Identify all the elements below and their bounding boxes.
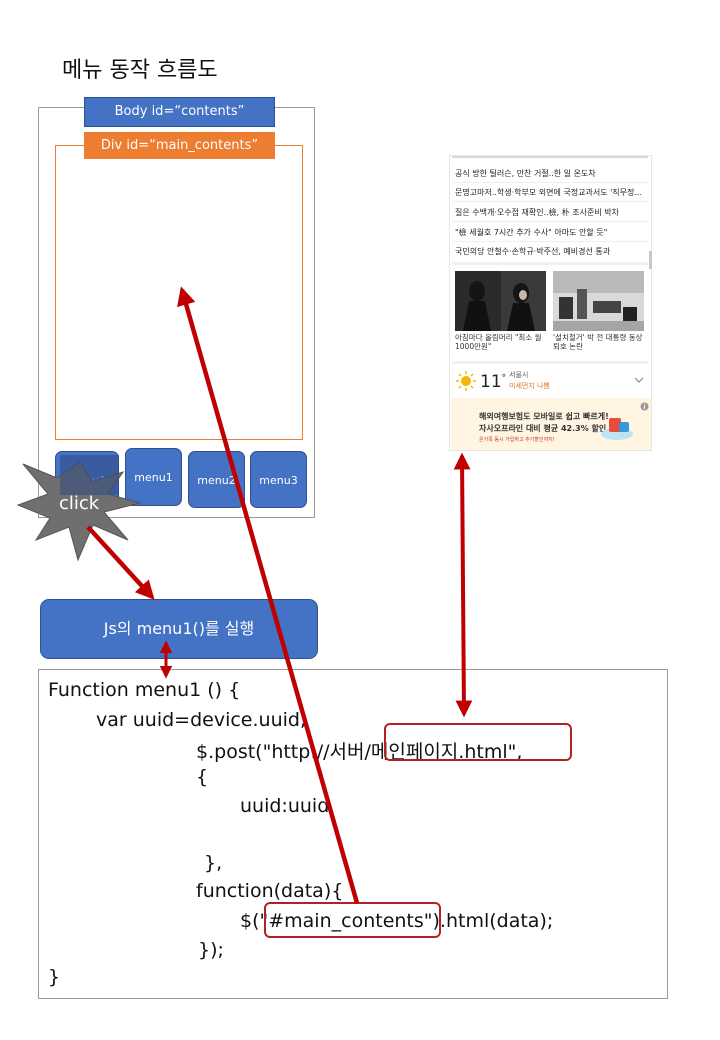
menu1-button[interactable]: menu1 bbox=[125, 448, 182, 506]
travel-illustration bbox=[601, 418, 633, 440]
weather-city: 서울시 bbox=[509, 371, 529, 379]
selector-highlight-box bbox=[264, 902, 441, 938]
code-line-end-function: } bbox=[48, 966, 61, 988]
code-line-function: Function menu1 () { bbox=[48, 679, 241, 701]
click-label: click bbox=[59, 493, 100, 514]
ad-subline: 자사오프라인 대비 평균 42.3% 할인 bbox=[479, 424, 607, 433]
code-line-end-post: }); bbox=[198, 939, 224, 961]
arrow-click-to-js bbox=[86, 525, 155, 600]
code-line-brace-close: }, bbox=[198, 852, 223, 874]
code-line-post: $.post("http://서버/메인페이지.html", bbox=[196, 741, 523, 763]
arrow-server-to-screenshot bbox=[453, 452, 473, 718]
news-photo-statue[interactable] bbox=[553, 271, 644, 331]
section-divider bbox=[452, 361, 648, 364]
sun-icon bbox=[456, 371, 476, 391]
divider bbox=[452, 241, 648, 242]
news-item[interactable]: 질은 수백개·오수접 재확인..檢, 朴 조사준비 박차 bbox=[455, 208, 620, 217]
ad-headline: 해외여행보험도 모바일로 쉽고 빠르게! bbox=[479, 412, 609, 421]
ad-footnote: 온가족 동시 가입하고 추가할인까지! bbox=[479, 437, 555, 443]
divider bbox=[452, 201, 648, 202]
code-line-callback: function(data){ bbox=[196, 880, 344, 902]
code-line-html: $("#main_contents").html(data); bbox=[240, 910, 554, 932]
main-contents-label: Div id=“main_contents” bbox=[84, 132, 275, 159]
code-line-brace-open: { bbox=[196, 766, 209, 788]
divider bbox=[452, 221, 648, 222]
code-panel bbox=[38, 669, 668, 999]
chevron-down-icon[interactable] bbox=[634, 376, 644, 384]
news-caption[interactable]: '설치철거' 박 전 대통령 동상 퇴호 논란 bbox=[553, 333, 643, 351]
code-line-uuid: var uuid=device.uuid; bbox=[96, 709, 307, 731]
divider bbox=[452, 182, 648, 183]
news-item[interactable]: 국민의당 안철수·손학규·박주선, 예비경선 통과 bbox=[455, 247, 611, 256]
arrow-selector-to-main-contents bbox=[177, 286, 360, 904]
code-line-uuid-param: uuid:uuid bbox=[240, 795, 330, 817]
news-caption[interactable]: 아침마다 올림머리 "최소 월 1000만원" bbox=[455, 333, 542, 351]
news-item[interactable]: 문명고마저..학생·학부모 외면에 국정교과서도 '직무정... bbox=[455, 188, 643, 197]
main-page-screenshot: 공식 방한 틸러슨, 만찬 거절..한 일 온도차 문명고마저..학생·학부모 … bbox=[449, 155, 652, 451]
insurance-ad-banner[interactable]: 해외여행보험도 모바일로 쉽고 빠르게! 자사오프라인 대비 평균 42.3% … bbox=[451, 398, 651, 450]
section-divider bbox=[452, 262, 648, 265]
news-photo-woman[interactable] bbox=[455, 271, 546, 331]
weather-dust: 미세먼지 나쁨 bbox=[509, 382, 550, 390]
top-border bbox=[452, 156, 648, 158]
weather-temperature: 11° bbox=[480, 372, 507, 392]
news-item[interactable]: 공식 방한 틸러슨, 만찬 거절..한 일 온도차 bbox=[455, 169, 596, 178]
url-highlight-box bbox=[384, 723, 572, 761]
diagram-title: 메뉴 동작 흐름도 bbox=[62, 58, 218, 83]
body-contents-label: Body id=“contents” bbox=[84, 97, 275, 127]
news-item[interactable]: "檢 세월호 7시간 추가 수사" 아마도 안할 듯" bbox=[455, 228, 608, 237]
info-icon[interactable] bbox=[640, 402, 649, 411]
scrollbar-thumb[interactable] bbox=[649, 251, 652, 269]
menu3-button[interactable]: menu3 bbox=[250, 451, 307, 508]
